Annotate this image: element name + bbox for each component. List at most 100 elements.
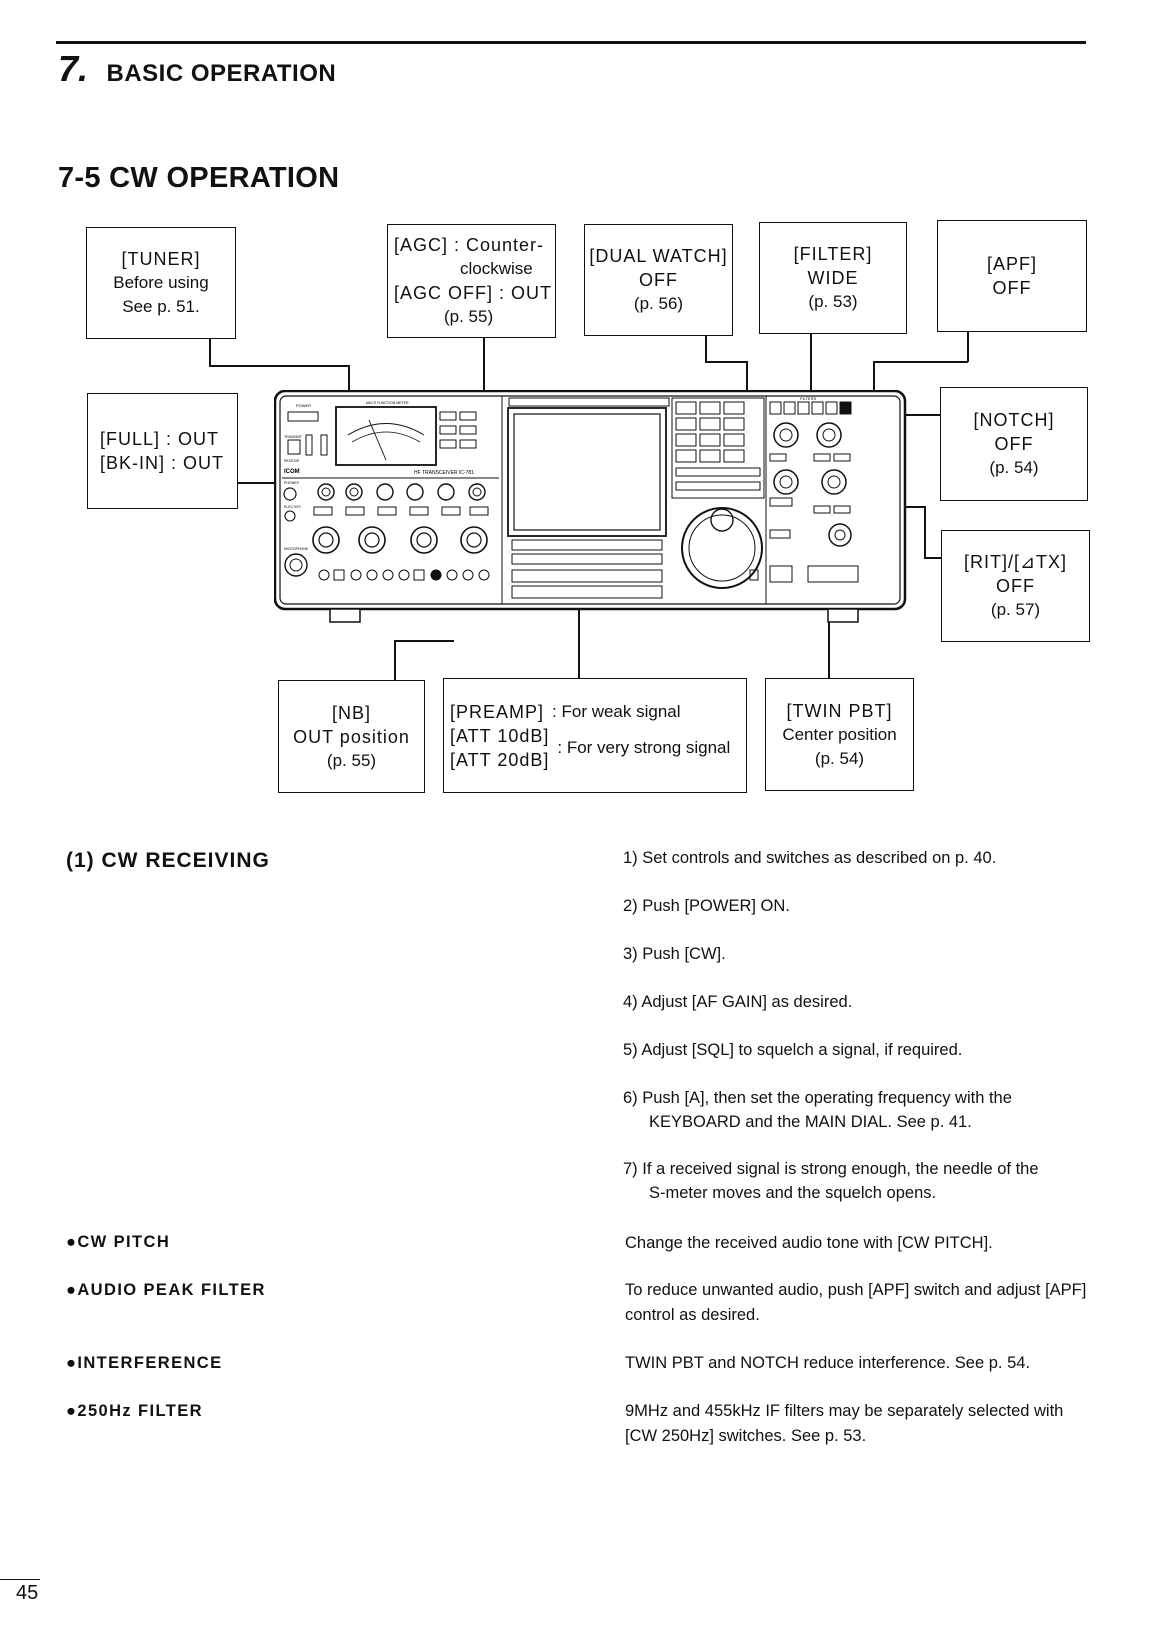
leader-nb-h bbox=[394, 640, 454, 642]
callout-filter-ref: (p. 53) bbox=[808, 292, 858, 311]
callout-rit-state: OFF bbox=[996, 576, 1035, 596]
callout-twin-pbt-title: [TWIN PBT] bbox=[786, 700, 893, 721]
chapter-title: BASIC OPERATION bbox=[106, 60, 337, 87]
callout-apf: [APF] OFF bbox=[937, 220, 1087, 332]
receive-label: RECEIVE bbox=[284, 459, 300, 463]
step-2: 2) Push [POWER] ON. bbox=[623, 894, 1093, 918]
callout-filter: [FILTER] WIDE (p. 53) bbox=[759, 222, 907, 334]
callout-dual-watch-title: [DUAL WATCH] bbox=[589, 246, 728, 266]
callout-dual-watch: [DUAL WATCH] OFF (p. 56) bbox=[584, 224, 733, 336]
step-4: 4) Adjust [AF GAIN] as desired. bbox=[623, 990, 1093, 1014]
callout-nb-title: [NB] bbox=[331, 702, 371, 723]
chapter-heading: 7. BASIC OPERATION bbox=[58, 48, 336, 90]
microphone-label: MICROPHONE bbox=[284, 547, 309, 551]
callout-att20-label: [ATT 20dB] bbox=[450, 749, 550, 770]
leader-apf-v2 bbox=[873, 361, 875, 411]
callout-apf-title: [APF] bbox=[986, 254, 1037, 274]
step-text-cont: KEYBOARD and the MAIN DIAL. See p. 41. bbox=[649, 1113, 972, 1131]
callout-twin-pbt-ref: (p. 54) bbox=[814, 748, 865, 768]
step-text-cont: S-meter moves and the squelch opens. bbox=[649, 1184, 937, 1202]
page-number: 45 bbox=[16, 1582, 39, 1604]
callout-twin-pbt: [TWIN PBT] Center position (p. 54) bbox=[765, 678, 914, 791]
callout-att-note: : For very strong signal bbox=[557, 737, 731, 757]
transmit-label: TRANSMIT bbox=[284, 435, 303, 439]
callout-rit-ref: (p. 57) bbox=[990, 600, 1041, 619]
feature-text-interference: TWIN PBT and NOTCH reduce interference. … bbox=[625, 1354, 1031, 1372]
step-5: 5) Adjust [SQL] to squelch a signal, if … bbox=[623, 1038, 1093, 1062]
callout-filter-title: [FILTER] bbox=[793, 244, 873, 264]
callout-dual-watch-ref: (p. 56) bbox=[633, 294, 684, 313]
leader-tuner-h bbox=[209, 365, 349, 367]
callout-tuner-text: Before using bbox=[113, 273, 209, 292]
callout-rit-title: [RIT]/[⊿TX] bbox=[963, 552, 1068, 572]
leader-rit-v bbox=[924, 506, 926, 558]
leader-tuner-v bbox=[209, 339, 211, 366]
callout-rit: [RIT]/[⊿TX] OFF (p. 57) bbox=[941, 530, 1090, 642]
step-text: 4) Adjust [AF GAIN] as desired. bbox=[623, 993, 853, 1011]
callout-tuner-ref: See p. 51. bbox=[122, 297, 200, 316]
callout-preamp-note: : For weak signal bbox=[552, 701, 681, 721]
step-3: 3) Push [CW]. bbox=[623, 942, 1093, 966]
leader-dual-v bbox=[705, 336, 707, 362]
leader-preamp-v bbox=[578, 610, 580, 678]
step-1: 1) Set controls and switches as describe… bbox=[623, 846, 1093, 870]
transceiver-front-panel: POWER TRANSMIT RECEIVE ICOM MULTI FUNCTI… bbox=[274, 390, 907, 623]
feature-label-interference: ●INTERFERENCE bbox=[66, 1354, 223, 1372]
callout-agc-ref: (p. 55) bbox=[444, 307, 494, 326]
callout-twin-pbt-state: Center position bbox=[782, 724, 897, 744]
filters-label: FILTERS bbox=[800, 396, 816, 401]
leader-apf-v bbox=[967, 332, 969, 362]
page-number-rule bbox=[0, 1579, 40, 1580]
brand-label: ICOM bbox=[284, 469, 300, 475]
feature-text-250hz: 9MHz and 455kHz IF filters may be separa… bbox=[625, 1402, 1064, 1445]
callout-notch: [NOTCH] OFF (p. 54) bbox=[940, 387, 1088, 501]
meter-label: MULTI FUNCTION METER bbox=[366, 401, 409, 405]
callout-preamp: [PREAMP] : For weak signal [ATT 10dB] [A… bbox=[443, 678, 747, 793]
feature-text-cw-pitch: Change the received audio tone with [CW … bbox=[625, 1234, 993, 1252]
power-label: POWER bbox=[296, 403, 311, 408]
step-6: 6) Push [A], then set the operating freq… bbox=[623, 1086, 1093, 1134]
callout-apf-state: OFF bbox=[992, 278, 1032, 298]
callout-full: [FULL] : OUT bbox=[100, 429, 220, 449]
callout-nb: [NB] OUT position (p. 55) bbox=[278, 680, 425, 793]
callout-agc: [AGC] : Counter- clockwise [AGC OFF] : O… bbox=[387, 224, 556, 338]
callout-notch-state: OFF bbox=[994, 434, 1034, 454]
callout-agc-line3: [AGC OFF] : OUT bbox=[394, 283, 552, 303]
step-7: 7) If a received signal is strong enough… bbox=[623, 1157, 1093, 1205]
section-title: 7-5 CW OPERATION bbox=[58, 162, 340, 194]
leader-rit-h2 bbox=[924, 557, 941, 559]
leader-apf-h bbox=[873, 361, 968, 363]
feature-label-cw-pitch: ●CW PITCH bbox=[66, 1233, 171, 1251]
callout-att10-label: [ATT 10dB] bbox=[450, 725, 550, 746]
step-text: 2) Push [POWER] ON. bbox=[623, 897, 790, 915]
callout-bkin: [BK-IN] : OUT bbox=[100, 453, 225, 473]
feature-label-apf: ●AUDIO PEAK FILTER bbox=[66, 1281, 266, 1299]
chapter-number: 7. bbox=[58, 48, 89, 89]
step-text: 7) If a received signal is strong enough… bbox=[623, 1160, 1039, 1178]
leader-nb-v bbox=[394, 640, 396, 680]
receiving-heading: (1) CW RECEIVING bbox=[66, 849, 270, 872]
callout-full-bkin: [FULL] : OUT [BK-IN] : OUT bbox=[87, 393, 238, 509]
step-text: 1) Set controls and switches as describe… bbox=[623, 849, 997, 867]
top-rule bbox=[56, 41, 1086, 44]
callout-tuner-title: [TUNER] bbox=[121, 249, 201, 269]
callout-agc-line1: [AGC] : Counter- bbox=[394, 235, 545, 255]
step-text: 6) Push [A], then set the operating freq… bbox=[623, 1089, 1012, 1107]
model-label: HF TRANSCEIVER IC-781 bbox=[414, 470, 474, 476]
callout-dual-watch-state: OFF bbox=[639, 270, 678, 290]
leader-filter-v bbox=[810, 334, 812, 414]
phones-label: PHONES bbox=[284, 481, 299, 485]
callout-preamp-label: [PREAMP] bbox=[450, 701, 545, 722]
step-text: 5) Adjust [SQL] to squelch a signal, if … bbox=[623, 1041, 963, 1059]
leader-dual-h bbox=[705, 361, 747, 363]
feature-text-apf: To reduce unwanted audio, push [APF] swi… bbox=[625, 1281, 1087, 1324]
step-text: 3) Push [CW]. bbox=[623, 945, 726, 963]
callout-notch-ref: (p. 54) bbox=[989, 458, 1039, 477]
callout-agc-line2: clockwise bbox=[460, 259, 533, 278]
callout-notch-title: [NOTCH] bbox=[973, 410, 1055, 430]
callout-filter-state: WIDE bbox=[807, 268, 859, 288]
callout-nb-ref: (p. 55) bbox=[326, 750, 377, 770]
callout-tuner: [TUNER] Before using See p. 51. bbox=[86, 227, 236, 339]
elec-key-label: ELEC KEY bbox=[284, 505, 302, 509]
feature-label-250hz: ●250Hz FILTER bbox=[66, 1402, 203, 1420]
